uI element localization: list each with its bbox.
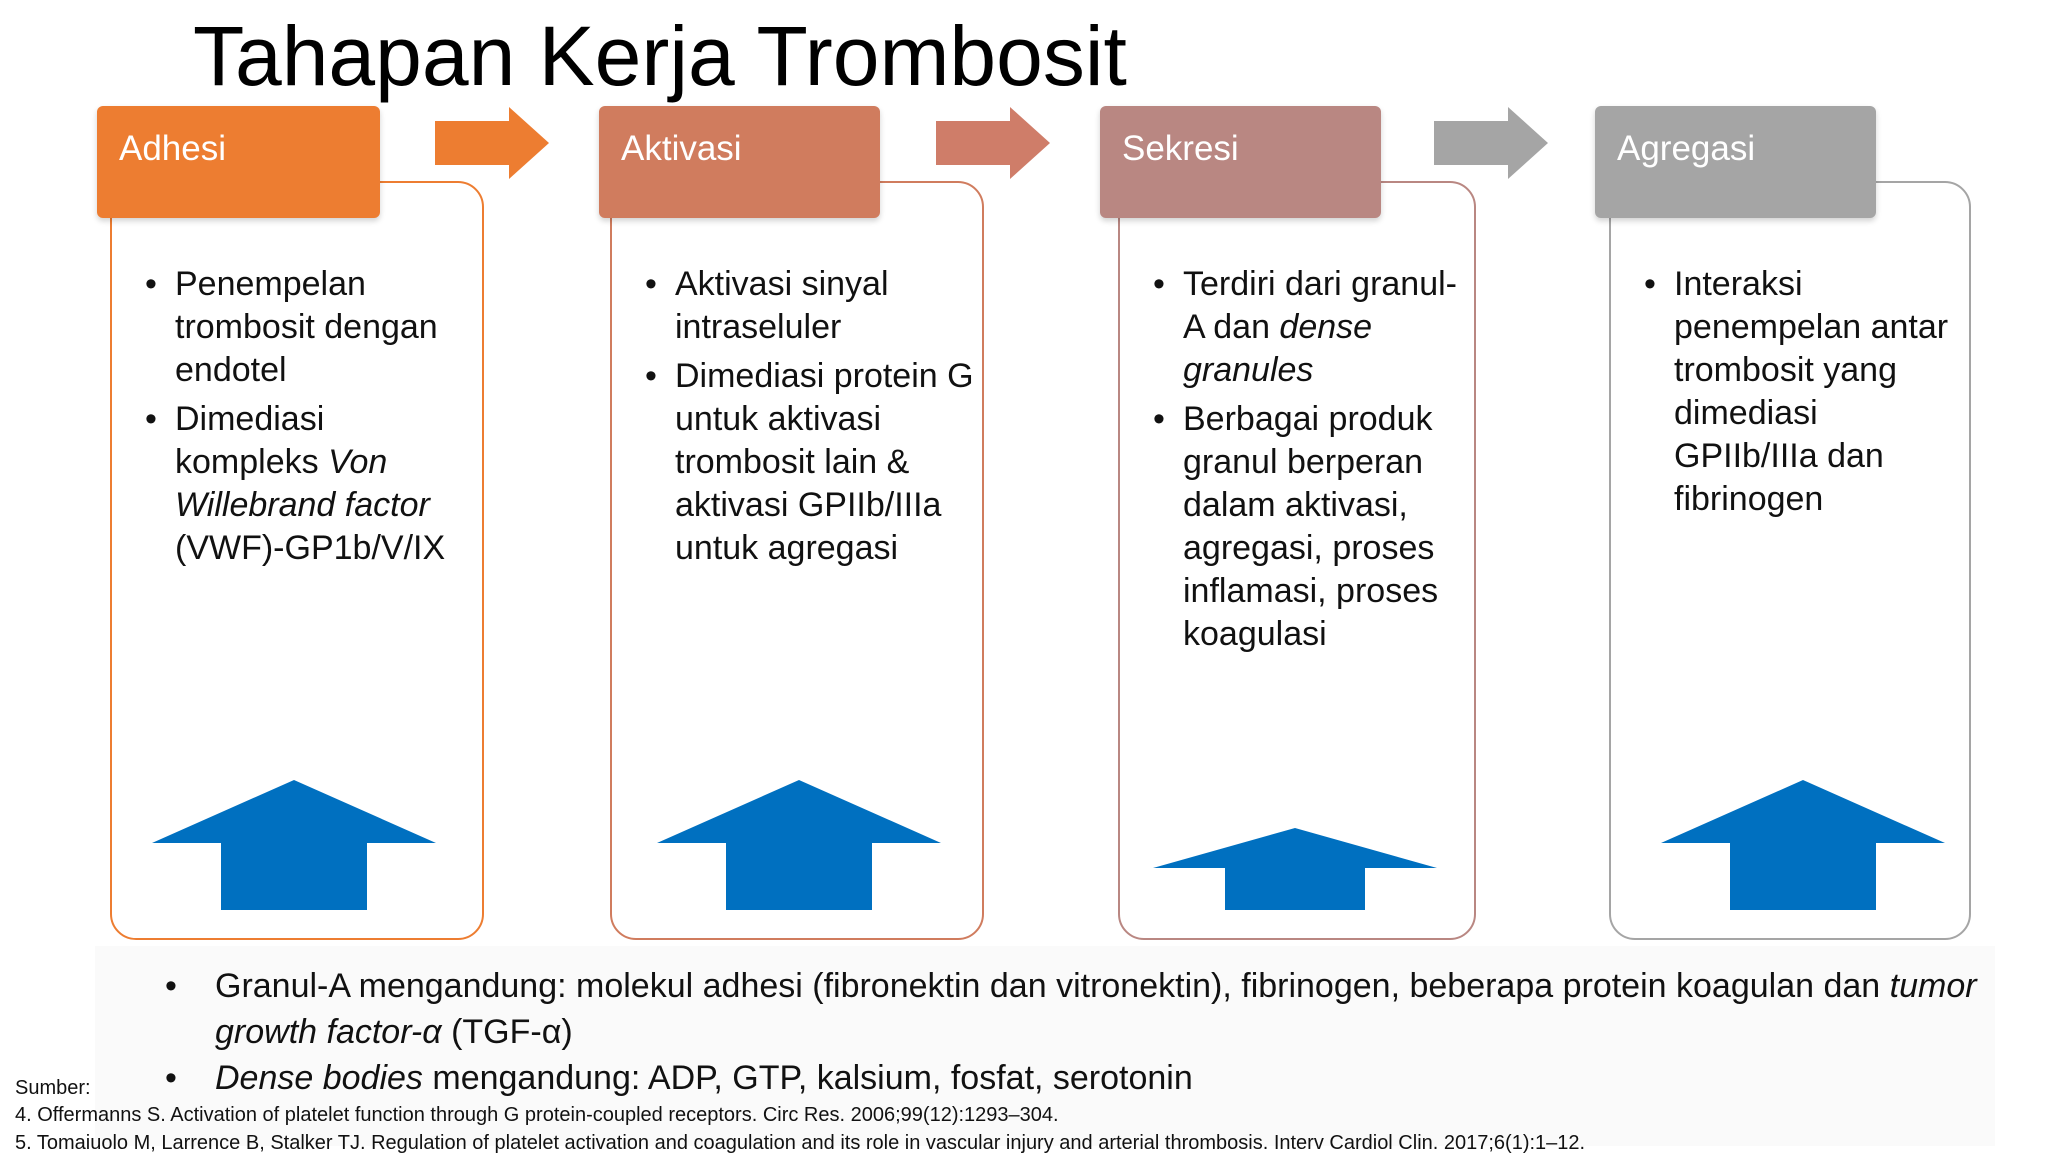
note-item: Granul-A mengandung: molekul adhesi (fib… [165,963,1995,1055]
text-run: Aktivasi sinyal intraseluler [675,265,889,346]
italic-text: dense granules [1183,308,1373,389]
stage-label: Adhesi [119,129,227,168]
text-run: Granul-A mengandung: molekul adhesi (fib… [215,967,1890,1005]
stage-bullets: Terdiri dari granul-A dan dense granules… [1153,263,1471,662]
bullet-item: Dimediasi protein G untuk aktivasi tromb… [645,355,975,570]
text-run: Dimediasi protein G untuk aktivasi tromb… [675,357,974,567]
bullet-item: Interaksi penempelan antar trombosit yan… [1644,263,1962,521]
stage-label: Sekresi [1122,129,1239,168]
bullet-item: Berbagai produk granul berperan dalam ak… [1153,398,1471,656]
text-run: (VWF)-GP1b/V/IX [175,529,446,567]
up-arrow-icon [1153,828,1437,910]
stage-box-adhesi: Penempelan trombosit dengan endotelDimed… [110,181,484,940]
slide-title: Tahapan Kerja Trombosit [193,9,1127,103]
bullet-item: Aktivasi sinyal intraseluler [645,263,975,349]
text-run: Terdiri dari granul-A dan [1183,265,1457,346]
sources-label: Sumber: [15,1077,91,1099]
text-run: Interaksi penempelan antar trombosit yan… [1674,265,1949,518]
right-arrow-icon [1434,107,1548,179]
text-run: (TGF-α) [441,1013,573,1051]
text-run: mengandung: ADP, GTP, kalsium, fosfat, s… [422,1059,1193,1097]
stage-box-aktivasi: Aktivasi sinyal intraselulerDimediasi pr… [610,181,984,940]
stage-tab-adhesi: Adhesi [97,106,380,218]
stage-tab-agregasi: Agregasi [1595,106,1876,218]
notes-panel: Granul-A mengandung: molekul adhesi (fib… [95,946,1995,1146]
text-run: Dimediasi kompleks [175,400,329,481]
italic-text: Dense bodies [215,1059,423,1097]
text-run: Penempelan trombosit dengan endotel [175,265,438,389]
up-arrow-icon [1661,780,1945,910]
italic-text: Von Willebrand factor [175,443,430,524]
stage-label: Aktivasi [621,129,742,168]
up-arrow-icon [657,780,941,910]
source-ref: 4. Offermanns S. Activation of platelet … [15,1104,1059,1126]
bullet-item: Dimediasi kompleks Von Willebrand factor… [145,398,475,570]
source-ref: 5. Tomaiuolo M, Larrence B, Stalker TJ. … [15,1132,1586,1154]
notes-list: Granul-A mengandung: molekul adhesi (fib… [165,963,1995,1101]
stage-label: Agregasi [1617,129,1756,168]
stage-box-agregasi: Interaksi penempelan antar trombosit yan… [1609,181,1971,940]
stage-tab-sekresi: Sekresi [1100,106,1381,218]
stage-tab-aktivasi: Aktivasi [599,106,880,218]
italic-text: tumor growth factor-α [215,967,1977,1051]
note-item: Dense bodies mengandung: ADP, GTP, kalsi… [165,1055,1995,1101]
bullet-item: Terdiri dari granul-A dan dense granules [1153,263,1471,392]
right-arrow-icon [936,107,1050,179]
right-arrow-icon [435,107,549,179]
stage-bullets: Interaksi penempelan antar trombosit yan… [1644,263,1962,527]
stage-bullets: Penempelan trombosit dengan endotelDimed… [145,263,475,576]
stage-bullets: Aktivasi sinyal intraselulerDimediasi pr… [645,263,975,576]
up-arrow-icon [152,780,436,910]
text-run: Berbagai produk granul berperan dalam ak… [1183,400,1439,653]
bullet-item: Penempelan trombosit dengan endotel [145,263,475,392]
stage-box-sekresi: Terdiri dari granul-A dan dense granules… [1118,181,1476,940]
